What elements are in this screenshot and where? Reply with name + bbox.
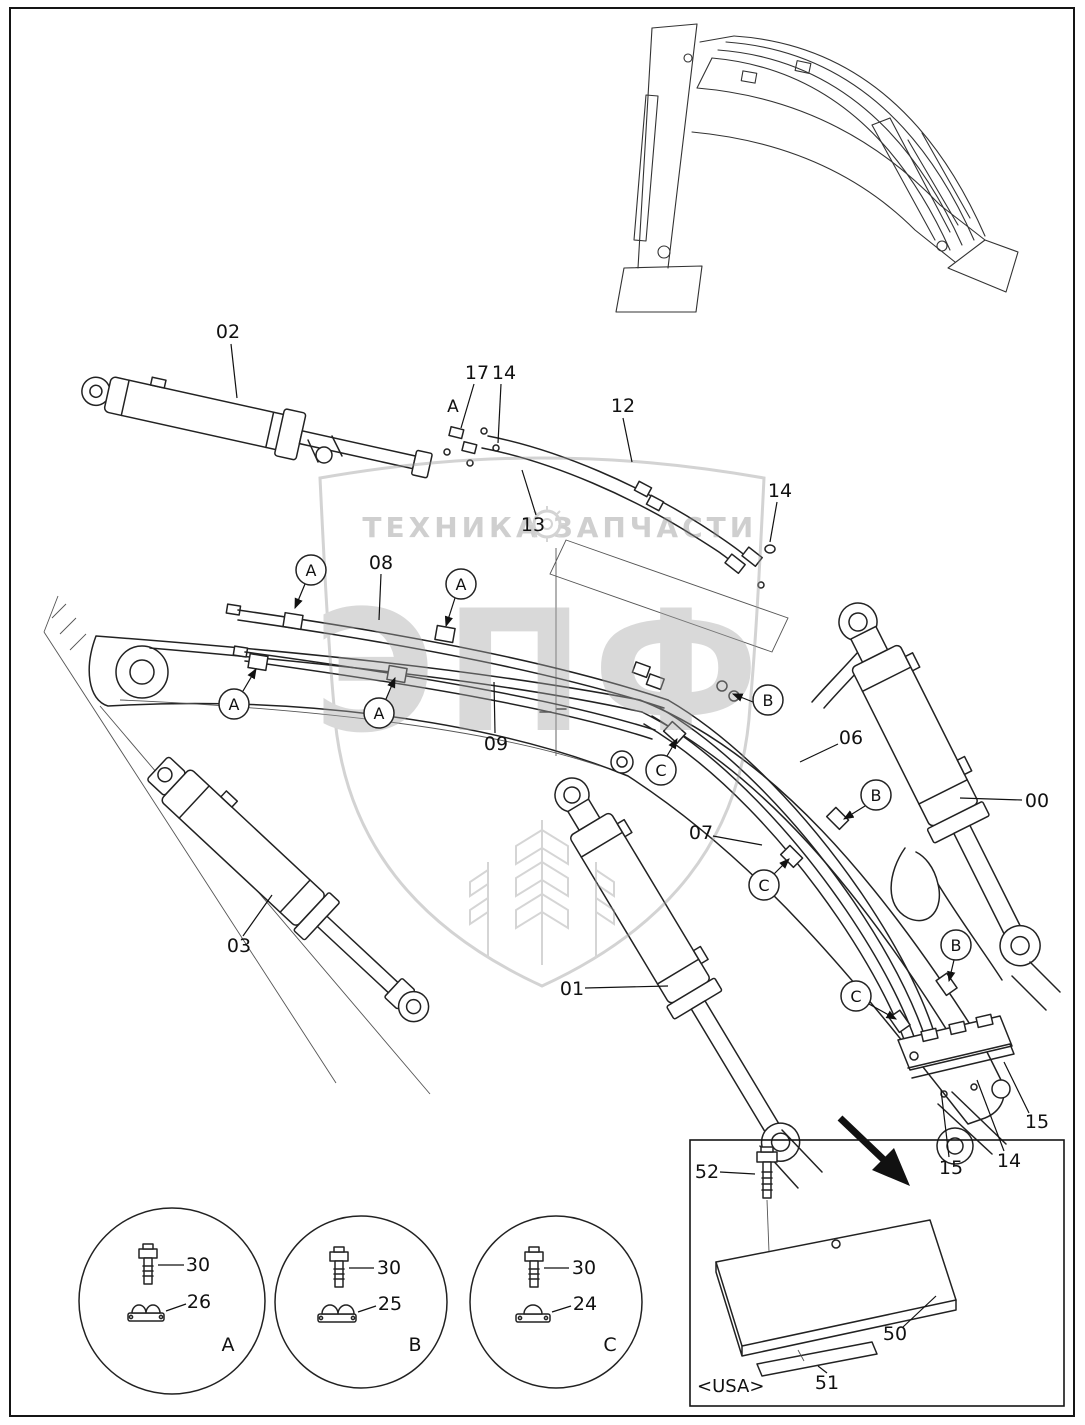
svg-text:A: A: [456, 575, 467, 594]
svg-text:C: C: [850, 987, 861, 1006]
cylinder-drawing-00: [838, 602, 1041, 967]
clamp-icon: [515, 1304, 551, 1323]
cylinder-drawing-01: [554, 777, 801, 1162]
watermark-word-left: ТЕХНИКА: [362, 511, 541, 544]
marker-a-plain: A: [447, 397, 459, 417]
part-label-15-right: 15: [1025, 1111, 1049, 1133]
marker-a-1: A: [294, 554, 327, 610]
hose-drawing-06-07: [610, 651, 958, 1057]
boom-weldment: [88, 635, 1011, 1165]
detail-b-letter: B: [408, 1334, 421, 1356]
detail-circle-b: 30 25 B: [274, 1215, 448, 1389]
marker-a-4: A: [363, 676, 396, 729]
arrow-icon: [837, 1115, 910, 1186]
part-label-17: 17: [465, 362, 489, 384]
detail-a-clamp-label: 26: [187, 1291, 211, 1313]
marker-b-3: B: [940, 929, 972, 983]
svg-text:B: B: [871, 786, 882, 805]
bolt-icon: [524, 1246, 544, 1288]
part-label-14-top: 14: [492, 362, 516, 384]
marker-b-2: B: [842, 779, 892, 820]
part-label-06: 06: [839, 727, 863, 749]
usa-bolt-label: 52: [695, 1161, 719, 1183]
watermark-word-right: ЗАПЧАСТИ: [553, 511, 757, 544]
detail-c-bolt-label: 30: [572, 1257, 596, 1279]
hose-drawing-12-13: [443, 425, 789, 756]
bolt-icon: [329, 1246, 349, 1288]
marker-c-3: C: [840, 980, 898, 1020]
bar-drawing: [756, 1341, 878, 1377]
clamp-icon: [317, 1304, 357, 1323]
plate-drawing: [715, 1219, 957, 1357]
cylinder-02-bracket: [307, 435, 343, 464]
svg-text:C: C: [758, 876, 769, 895]
clamp-icon: [127, 1304, 165, 1322]
part-label-14-right: 14: [768, 480, 792, 502]
bolt-icon: [756, 1146, 778, 1199]
pipe-drawing-08-09: [225, 603, 669, 740]
detail-c-clamp-label: 24: [573, 1293, 597, 1315]
marker-a-2: A: [444, 568, 477, 628]
callouts: 02 17 14 A 12 13 14 08 09 06 00 07 01 03…: [216, 321, 1049, 1179]
usa-inset: 52 50 51 <USA>: [689, 1139, 1065, 1407]
svg-text:B: B: [763, 691, 774, 710]
part-label-09: 09: [484, 733, 508, 755]
part-label-12: 12: [611, 395, 635, 417]
detail-b-clamp-label: 25: [378, 1293, 402, 1315]
svg-text:B: B: [951, 936, 962, 955]
part-label-02: 02: [216, 321, 240, 343]
part-label-14-bottom: 14: [997, 1150, 1021, 1172]
detail-circle-a: 30 26 A: [78, 1207, 266, 1395]
svg-text:C: C: [655, 761, 666, 780]
watermark: ТЕХНИКА ЗАПЧАСТИ ЭПФ: [313, 456, 768, 988]
marker-a-3: A: [218, 667, 257, 720]
svg-text:A: A: [374, 704, 385, 723]
part-label-13: 13: [521, 514, 545, 536]
marker-b-1: B: [731, 684, 784, 716]
detail-b-bolt-label: 30: [377, 1257, 401, 1279]
marker-c-2: C: [748, 858, 790, 901]
cylinder-drawing-03: [147, 756, 430, 1023]
page-border: [9, 7, 1075, 1417]
svg-text:A: A: [306, 561, 317, 580]
part-label-15-left: 15: [939, 1157, 963, 1179]
watermark-logo-text: ЭПФ: [313, 574, 768, 770]
usa-plate-label: 50: [883, 1323, 907, 1345]
bolt-icon: [138, 1243, 158, 1285]
part-label-03: 03: [227, 935, 251, 957]
part-label-07: 07: [689, 822, 713, 844]
detail-a-bolt-label: 30: [186, 1254, 210, 1276]
part-label-08: 08: [369, 552, 393, 574]
cylinder-00-hose-loop: [890, 847, 1061, 1011]
usa-bar-label: 51: [815, 1372, 839, 1394]
wheat-icon: [469, 820, 615, 965]
shield-icon: [318, 456, 766, 988]
detail-circle-c: 30 24 C: [469, 1215, 643, 1389]
cylinder-drawing-02: [81, 376, 433, 479]
excavator-thumbnail: [615, 23, 1019, 313]
usa-region-label: <USA>: [697, 1376, 764, 1397]
part-label-01: 01: [560, 978, 584, 1000]
detail-c-letter: C: [603, 1334, 616, 1356]
svg-text:A: A: [229, 695, 240, 714]
part-label-00: 00: [1025, 790, 1049, 812]
fitting-bracket-drawing: [897, 1013, 1015, 1098]
detail-a-letter: A: [222, 1334, 235, 1356]
marker-c-1: C: [645, 737, 678, 786]
